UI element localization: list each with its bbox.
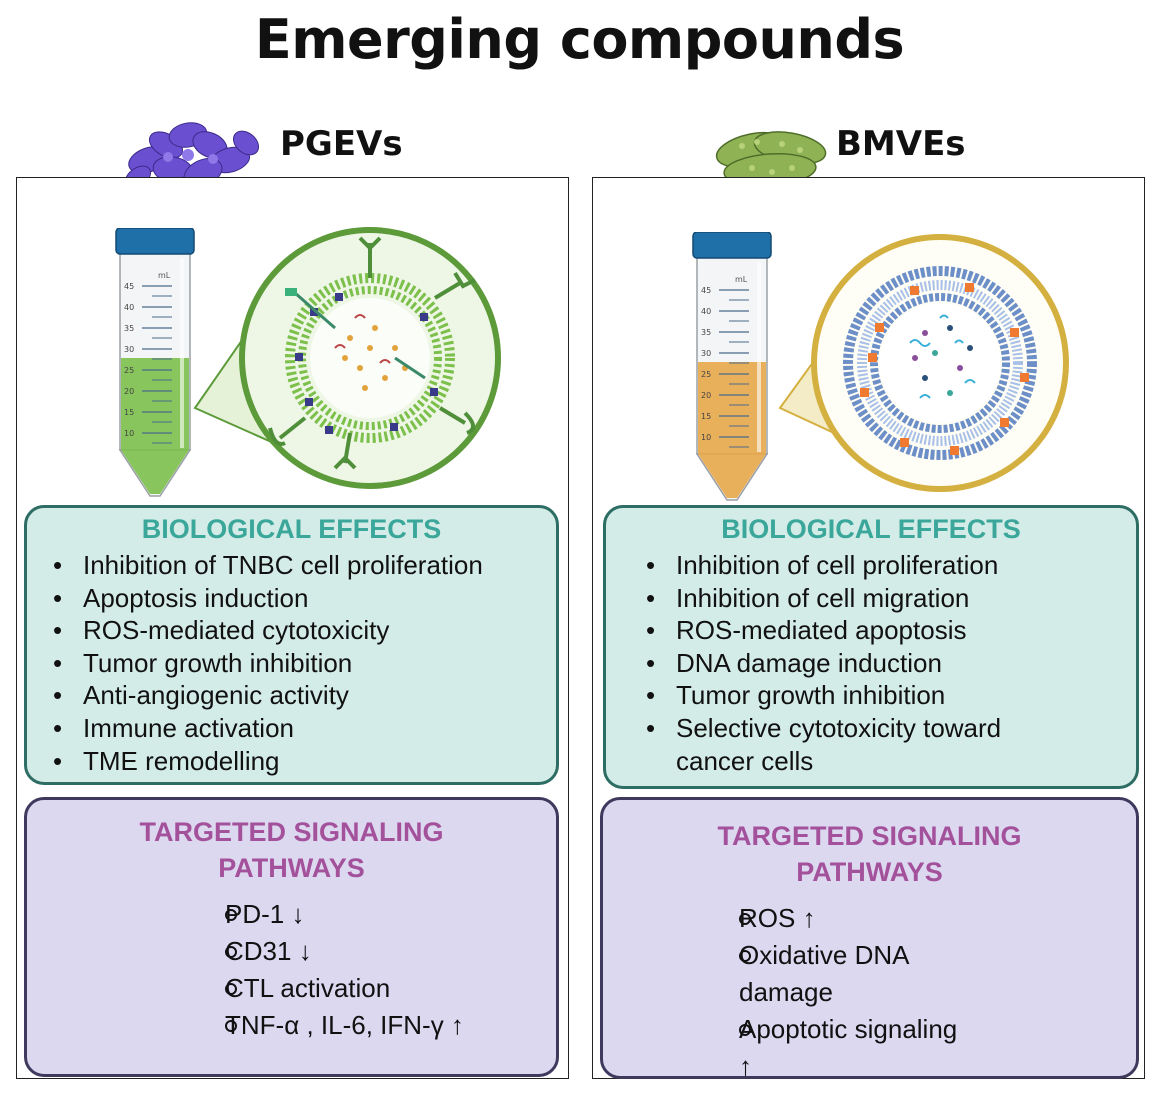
pathway-item: CTL activation [197,970,556,1007]
vesicle-icon [778,234,1069,492]
vesicle-icon [193,227,501,489]
tube-scale-label: 40 [124,303,134,312]
pathway-item: TNF-α , IL-6, IFN-γ ↑ [197,1007,556,1044]
tube-scale-label: 40 [701,307,711,316]
effect-item: Selective cytotoxicity toward cancer cel… [646,712,1056,777]
pgevs-signaling-pathways: TARGETED SIGNALING PATHWAYS PD-1 ↓ CD31 … [24,797,559,1077]
effect-item: Apoptosis induction [53,582,556,615]
pathway-item: ROS ↑ [709,900,969,937]
tube-scale-label: 15 [124,408,134,417]
effect-item: Tumor growth inhibition [646,679,1056,712]
effect-item: Tumor growth inhibition [53,647,556,680]
effect-item: Immune activation [53,712,556,745]
tube-scale-label: 10 [124,429,134,438]
effect-item: TME remodelling [53,745,556,778]
effect-item: Inhibition of cell proliferation [646,549,1056,582]
effect-item: Anti-angiogenic activity [53,679,556,712]
centrifuge-tube-icon: mL 45 40 35 30 25 20 15 10 [692,232,772,501]
tube-unit-label: mL [158,271,171,280]
tube-scale-label: 45 [124,282,134,291]
tube-scale-label: 25 [124,366,134,375]
pgevs-title: PGEVs [280,124,403,164]
tube-scale-label: 35 [701,328,711,337]
tube-scale-label: 10 [701,433,711,442]
pgevs-biological-effects: BIOLOGICAL EFFECTS Inhibition of TNBC ce… [24,505,559,785]
tube-unit-label: mL [735,275,748,284]
tube-scale-label: 20 [701,391,711,400]
tube-scale-label: 30 [701,349,711,358]
bmves-title: BMVEs [836,124,966,164]
pathways-heading: TARGETED SIGNALING PATHWAYS [139,817,444,883]
bmves-biological-effects: BIOLOGICAL EFFECTS Inhibition of cell pr… [603,505,1139,789]
tube-scale-label: 20 [124,387,134,396]
page-title: Emerging compounds [254,8,905,71]
tube-scale-label: 45 [701,286,711,295]
tube-scale-label: 25 [701,370,711,379]
pathway-item: Apoptotic signaling ↑ [709,1011,969,1085]
flower-icon [124,122,260,195]
pathway-item: CD31 ↓ [197,933,556,970]
effects-heading: BIOLOGICAL EFFECTS [721,514,1021,544]
effect-item: Inhibition of TNBC cell proliferation [53,549,556,582]
pathway-item: PD-1 ↓ [197,896,556,933]
centrifuge-tube-icon: mL 45 40 35 30 25 20 15 10 [115,228,195,497]
effects-heading: BIOLOGICAL EFFECTS [141,514,442,544]
tube-scale-label: 35 [124,324,134,333]
effect-item: DNA damage induction [646,647,1056,680]
pathways-heading: TARGETED SIGNALING PATHWAYS [717,821,1022,887]
tube-scale-label: 15 [701,412,711,421]
effect-item: ROS-mediated cytotoxicity [53,614,556,647]
pathway-item: Oxidative DNA damage [709,937,969,1011]
tube-scale-label: 30 [124,345,134,354]
effect-item: Inhibition of cell migration [646,582,1056,615]
effect-item: ROS-mediated apoptosis [646,614,1056,647]
bmves-signaling-pathways: TARGETED SIGNALING PATHWAYS ROS ↑ Oxidat… [600,797,1139,1081]
